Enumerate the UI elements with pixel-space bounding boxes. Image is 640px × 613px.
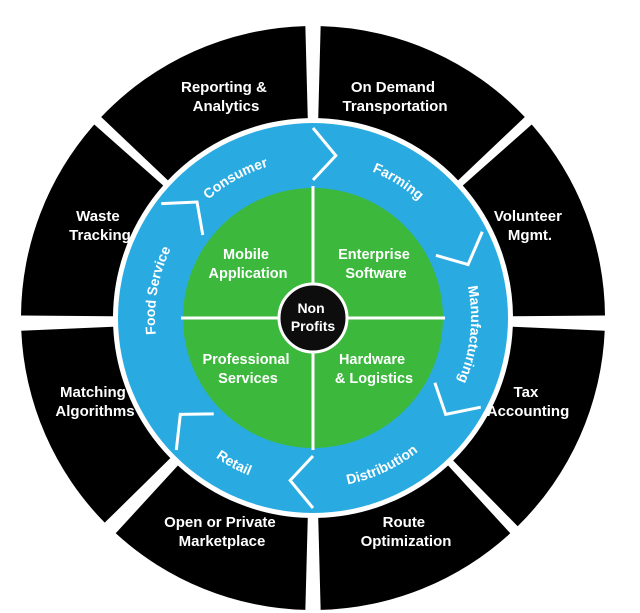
outer-segment-matching <box>21 326 171 523</box>
ring-divider <box>435 231 484 267</box>
inner-label-professional: Professional Services <box>202 352 293 387</box>
ring-divider <box>433 382 482 417</box>
outer-segment-route <box>318 465 511 610</box>
outer-label-transportation: On Demand Transportation <box>342 79 447 115</box>
outer-segment-tax <box>453 326 605 527</box>
ring-divider <box>288 454 315 509</box>
outer-label-waste: Waste Tracking <box>69 208 131 244</box>
center-label: Non Profits <box>291 300 336 334</box>
ring-divider <box>311 127 338 182</box>
outer-label-matching: Matching Algorithms <box>55 384 134 420</box>
inner-label-mobile: Mobile Application <box>209 247 288 282</box>
outer-ring: Reporting & Analytics On Demand Transpor… <box>21 26 605 610</box>
outer-segment-marketplace <box>115 465 308 610</box>
center-circle <box>277 282 349 354</box>
inner-label-enterprise: Enterprise Software <box>338 247 414 282</box>
outer-label-route: Route Optimization <box>361 514 452 550</box>
outer-segment-reporting <box>101 26 308 181</box>
inner-label-hardware: Hardware & Logistics <box>335 352 413 387</box>
outer-label-marketplace: Open or Private Marketplace <box>164 514 280 550</box>
outer-label-reporting: Reporting & Analytics <box>181 79 271 115</box>
outer-segment-transportation <box>318 26 525 181</box>
outer-segment-waste <box>21 124 164 317</box>
ring-divider <box>161 200 205 236</box>
center-hub: Non Profits <box>277 282 349 354</box>
outer-label-volunteer: Volunteer Mgmt. <box>494 208 566 244</box>
outer-label-tax: Tax Accounting <box>487 384 570 420</box>
ring-divider <box>174 412 214 451</box>
outer-segment-volunteer <box>462 124 605 317</box>
